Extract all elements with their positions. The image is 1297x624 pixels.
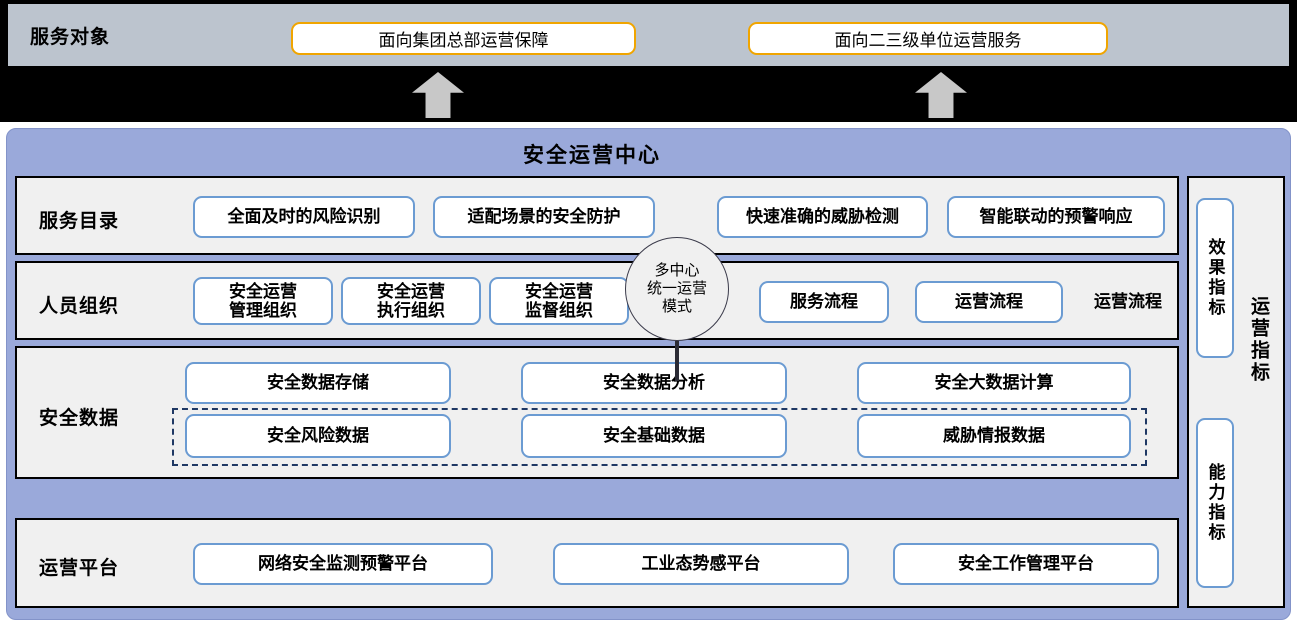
platform-item-industrial-situation[interactable]: 工业态势感平台	[553, 543, 849, 585]
service-target-subsidiary[interactable]: 面向二三级单位运营服务	[748, 22, 1108, 55]
data-dashed-group	[172, 408, 1147, 466]
org-item-management[interactable]: 安全运营管理组织	[193, 277, 333, 325]
metrics-panel-label: 运营指标	[1248, 296, 1269, 384]
data-item-basic-data[interactable]: 安全基础数据	[521, 414, 787, 458]
section-personnel-organization: 人员组织 安全运营管理组织 安全运营执行组织 安全运营监督组织 服务流程 运营流…	[15, 261, 1179, 340]
circle-connector-line	[675, 341, 679, 381]
catalog-item-alert-response[interactable]: 智能联动的预警响应	[947, 196, 1165, 238]
catalog-item-threat-detection[interactable]: 快速准确的威胁检测	[717, 196, 928, 238]
page-title: 安全运营中心	[523, 144, 661, 167]
metrics-box-effect[interactable]: 效果指标	[1196, 198, 1234, 358]
platform-item-network-monitoring[interactable]: 网络安全监测预警平台	[193, 543, 493, 585]
section-label-security-data: 安全数据	[39, 408, 120, 429]
org-item-operation-process-plain: 运营流程	[1094, 292, 1162, 312]
data-item-risk-data[interactable]: 安全风险数据	[185, 414, 451, 458]
circle-line-1: 多中心	[654, 262, 700, 280]
section-label-operation-platform: 运营平台	[39, 558, 120, 579]
service-object-label: 服务对象	[30, 27, 111, 48]
metrics-box-ability[interactable]: 能力指标	[1196, 418, 1234, 588]
unified-operation-mode-circle: 多中心 统一运营 模式	[625, 237, 729, 341]
circle-line-2: 统一运营	[646, 280, 707, 298]
catalog-item-security-protection[interactable]: 适配场景的安全防护	[433, 196, 655, 238]
section-operation-metrics: 效果指标 能力指标 运营指标	[1187, 176, 1285, 608]
org-item-service-process[interactable]: 服务流程	[759, 281, 889, 323]
section-security-data: 安全数据 安全数据存储 安全数据分析 安全大数据计算 安全风险数据 安全基础数据…	[15, 346, 1179, 479]
data-item-bigdata-compute[interactable]: 安全大数据计算	[857, 362, 1131, 404]
circle-line-3: 模式	[661, 297, 692, 315]
data-item-storage[interactable]: 安全数据存储	[185, 362, 451, 404]
service-object-bar: 服务对象 面向集团总部运营保障 面向二三级单位运营服务	[8, 4, 1289, 66]
org-item-execution[interactable]: 安全运营执行组织	[341, 277, 481, 325]
section-label-service-catalog: 服务目录	[39, 211, 120, 232]
section-label-personnel-organization: 人员组织	[39, 296, 120, 317]
data-item-analysis[interactable]: 安全数据分析	[521, 362, 787, 404]
data-item-threat-intel-data[interactable]: 威胁情报数据	[857, 414, 1131, 458]
section-operation-platform: 运营平台 网络安全监测预警平台 工业态势感平台 安全工作管理平台	[15, 518, 1179, 608]
platform-item-security-work-management[interactable]: 安全工作管理平台	[893, 543, 1159, 585]
section-service-catalog: 服务目录 全面及时的风险识别 适配场景的安全防护 快速准确的威胁检测 智能联动的…	[15, 176, 1179, 255]
org-item-operation-process[interactable]: 运营流程	[915, 281, 1063, 323]
security-operation-center-panel: 安全运营中心 服务目录 全面及时的风险识别 适配场景的安全防护 快速准确的威胁检…	[6, 128, 1291, 620]
service-target-group-hq[interactable]: 面向集团总部运营保障	[291, 22, 636, 55]
org-item-supervision[interactable]: 安全运营监督组织	[489, 277, 629, 325]
catalog-item-risk-identification[interactable]: 全面及时的风险识别	[193, 196, 415, 238]
